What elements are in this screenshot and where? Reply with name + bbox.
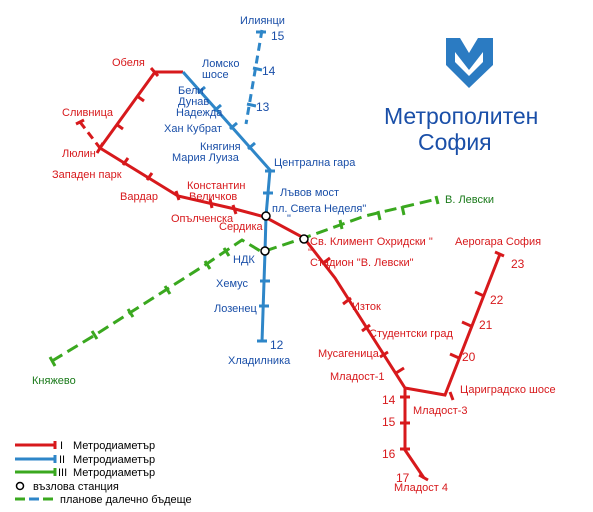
title-line2: София	[418, 129, 492, 155]
station-maria-luiza: Мария Луиза	[172, 152, 240, 164]
legend-line3-number: III	[58, 467, 67, 479]
legend-line3-label: Метродиаметър	[73, 467, 155, 479]
station-tsarigradsko: Цариградско шосе	[460, 384, 556, 396]
metro-logo	[446, 38, 493, 88]
station-sveta-nedelya: пл. Света Неделя"	[272, 203, 366, 215]
station-obelya: Обеля	[112, 57, 145, 69]
legend-transfer-label: възлова станция	[33, 481, 119, 493]
legend-planned: планове далечно бъдеще	[15, 494, 192, 506]
station-lomsko-2: шосе	[202, 69, 229, 81]
legend-line2: II Метродиаметър	[15, 454, 155, 466]
transfer-ndk	[260, 246, 270, 256]
station-number-20: 20	[462, 350, 476, 364]
station-number-12-blue: 12	[270, 338, 284, 352]
station-aerogara: Аерогара София	[455, 236, 541, 248]
station-number-15-blue: 15	[271, 29, 285, 43]
station-number-21: 21	[479, 318, 493, 332]
station-knyaginya: Княгиня	[200, 141, 241, 153]
station-number-23: 23	[511, 257, 525, 271]
quote-mark-1: "	[287, 213, 291, 225]
station-hemus: Хемус	[216, 278, 249, 290]
station-number-14: 14	[382, 393, 396, 407]
station-v-levski: В. Левски	[445, 194, 494, 206]
station-serdika: Сердика	[219, 221, 264, 233]
line3-route	[48, 195, 440, 367]
station-stadion: Стадион "В. Левски"	[310, 257, 414, 269]
station-mladost1: Младост-1	[330, 371, 385, 383]
station-iztok: Изток	[352, 301, 381, 313]
station-beli-1: Бели	[178, 85, 204, 97]
station-hladilnika: Хладилника	[228, 355, 291, 367]
station-mladost3: Младост-3	[413, 405, 468, 417]
legend-line1-label: Метродиаметър	[73, 440, 155, 452]
station-number-22: 22	[490, 293, 504, 307]
station-ndk: НДК	[233, 254, 255, 266]
legend-line1-number: I	[60, 440, 63, 452]
station-lavov-most: Лъвов мост	[280, 187, 339, 199]
station-opalchenska: Опълченска	[171, 213, 234, 225]
station-beli-2: Дунав	[178, 96, 209, 108]
station-iliyantsi: Илиянци	[240, 15, 285, 27]
station-studentski: Студентски град	[369, 328, 454, 340]
station-knyazhevo: Княжево	[32, 375, 76, 387]
legend-planned-label: планове далечно бъдеще	[60, 494, 192, 506]
station-mladost4: Младост 4	[394, 482, 448, 494]
station-nadezhda: Надежда	[176, 107, 223, 119]
station-velichkov: Величков	[189, 191, 237, 203]
legend-line3: III Метродиаметър	[15, 467, 155, 479]
station-tsentralna: Централна гара	[274, 157, 356, 169]
station-zapaden-park: Западен парк	[52, 169, 122, 181]
station-vardar: Вардар	[120, 191, 158, 203]
station-lyulin: Люлин	[62, 148, 96, 160]
transfer-sveta-nedelya	[261, 211, 271, 221]
legend-line2-number: II	[59, 454, 65, 466]
station-number-13-blue: 13	[256, 100, 270, 114]
station-lozenets: Лозенец	[214, 303, 257, 315]
legend-transfer: възлова станция	[15, 481, 119, 493]
quote-mark-2: "	[308, 247, 312, 259]
station-slivnitsa: Сливница	[62, 107, 114, 119]
station-lomsko-1: Ломско	[202, 58, 239, 70]
station-konstantin: Константин	[187, 180, 245, 192]
title-line1: Метрополитен	[384, 103, 538, 129]
legend-line1: I Метродиаметър	[15, 440, 155, 452]
legend-line2-label: Метродиаметър	[73, 454, 155, 466]
station-number-17: 17	[396, 471, 410, 485]
station-number-16: 16	[382, 447, 396, 461]
station-number-14-blue: 14	[262, 64, 276, 78]
station-musagenitsa: Мусагеница	[318, 348, 380, 360]
station-number-15: 15	[382, 415, 396, 429]
station-sv-kliment: Св. Климент Охридски "	[310, 236, 433, 248]
station-han-krubat: Хан Кубрат	[164, 123, 222, 135]
transfer-sv-kliment	[299, 234, 309, 244]
legend: I Метродиаметър II Метродиаметър III Мет…	[15, 440, 192, 506]
